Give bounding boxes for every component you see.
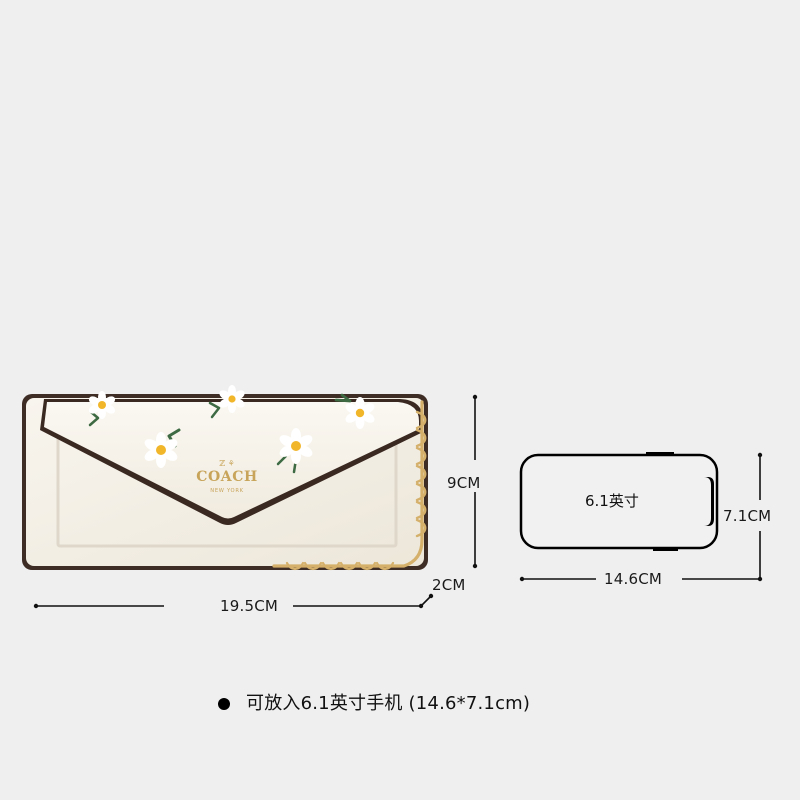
svg-text:ℤ ⚘: ℤ ⚘ <box>219 459 235 468</box>
phone-side-button <box>646 452 674 455</box>
depth-line <box>420 595 432 607</box>
phone-frame <box>519 453 719 550</box>
daisy-icon <box>88 391 116 427</box>
wallet-depth-label: 2CM <box>432 576 466 594</box>
depth-endpoint-dot <box>428 593 434 599</box>
bullet-dot-icon <box>218 698 230 710</box>
daisy-icon <box>334 393 375 429</box>
measurement-lines <box>33 394 763 609</box>
coach-logo: ℤ ⚘ COACH NEW YORK <box>196 459 258 494</box>
daisy-icon <box>276 428 313 474</box>
gold-chain <box>272 400 427 571</box>
height-endpoint-dot <box>472 563 478 569</box>
phone-height-endpoint-dot <box>757 452 763 458</box>
height-endpoint-dot <box>472 394 478 400</box>
phone-screen-label: 6.1英寸 <box>585 492 639 510</box>
wallet-height-label: 9CM <box>447 474 481 492</box>
wallet-flap <box>44 402 419 519</box>
phone-side-button <box>653 548 678 551</box>
width-endpoint-dot <box>33 603 39 609</box>
phone-camera-notch <box>704 477 714 526</box>
compatibility-note: 可放入6.1英寸手机 (14.6*7.1cm) <box>218 691 530 717</box>
daisy-icon <box>144 428 181 468</box>
phone-height-label: 7.1CM <box>723 507 772 525</box>
wallet-width-label: 19.5CM <box>220 597 279 615</box>
phone-outline <box>519 452 719 551</box>
phone-width-endpoint-dot <box>519 576 525 582</box>
daisy-icon <box>208 385 245 419</box>
compatibility-note-text: 可放入6.1英寸手机 (14.6*7.1cm) <box>246 693 531 714</box>
wallet: ℤ ⚘ COACH NEW YORK <box>22 385 428 571</box>
phone-width-label: 14.6CM <box>604 570 663 588</box>
coach-logo-text: COACH <box>196 469 258 485</box>
daisy-decoration <box>88 385 375 474</box>
coach-logo-subtext: NEW YORK <box>210 488 244 494</box>
